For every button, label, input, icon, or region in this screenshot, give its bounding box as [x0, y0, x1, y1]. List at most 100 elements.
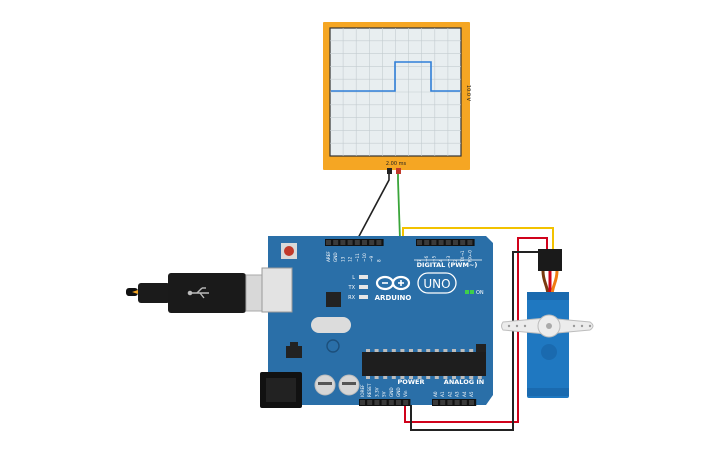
- led: [359, 285, 368, 289]
- header-pin[interactable]: [440, 400, 446, 405]
- capacitor-2-mark: [342, 382, 356, 385]
- mcu-pin: [452, 349, 456, 352]
- microcontroller: [362, 352, 486, 376]
- pin-label: 8: [376, 259, 381, 262]
- pin-label: 13: [340, 256, 345, 262]
- header-pin[interactable]: [362, 240, 367, 245]
- header-pin[interactable]: [461, 400, 467, 405]
- pin-label: GND: [389, 387, 394, 397]
- mcu-pin: [391, 376, 396, 379]
- header-pin[interactable]: [354, 240, 360, 245]
- servo-signal-wire[interactable]: [402, 227, 554, 250]
- power-jack-inner: [266, 378, 296, 402]
- header-pin[interactable]: [433, 400, 438, 405]
- oscilloscope-probe-pos[interactable]: [396, 168, 401, 174]
- header-pin[interactable]: [347, 240, 353, 245]
- header-pin[interactable]: [326, 240, 331, 245]
- header-pin[interactable]: [445, 240, 451, 245]
- header-pin[interactable]: [367, 400, 373, 405]
- mcu-pin: [434, 376, 439, 379]
- pin-label: RX←0: [467, 250, 472, 262]
- header-pin[interactable]: [469, 400, 474, 405]
- mcu-pin: [409, 376, 413, 379]
- oscilloscope[interactable]: 2.00 ms 10.0 V: [323, 22, 471, 174]
- horn-hole: [580, 324, 584, 328]
- pin-label: A2: [447, 391, 452, 397]
- header-pin[interactable]: [333, 240, 339, 245]
- header-pin[interactable]: [388, 400, 394, 405]
- header-pin[interactable]: [447, 400, 453, 405]
- pin-label: 12: [348, 256, 353, 262]
- mcu-pin: [469, 349, 474, 352]
- header-pin[interactable]: [454, 400, 460, 405]
- led-label: RX: [348, 295, 355, 301]
- oscilloscope-trace: [331, 61, 460, 92]
- mcu-pin: [443, 376, 448, 379]
- usb-icon: [187, 287, 209, 299]
- mcu-pin: [477, 376, 482, 379]
- mcu-pin: [391, 349, 396, 352]
- header-strip: [325, 239, 384, 246]
- mcu-pin: [409, 349, 413, 352]
- header-pin[interactable]: [376, 240, 382, 245]
- usb-cable-tip: [132, 290, 138, 294]
- header-pin[interactable]: [360, 400, 365, 405]
- servo-horn-screw: [546, 323, 552, 329]
- horn-hole: [507, 324, 511, 328]
- pin-label: ~5: [431, 255, 436, 262]
- horn-hole: [523, 324, 527, 328]
- analog-header[interactable]: [432, 399, 477, 406]
- header-pin[interactable]: [453, 240, 458, 245]
- power-header[interactable]: [359, 399, 411, 406]
- oscilloscope-probe-neg[interactable]: [387, 168, 392, 174]
- mcu-pin: [434, 349, 439, 352]
- mcu-pin: [460, 376, 465, 379]
- power-label: POWER: [398, 378, 425, 386]
- reset-button[interactable]: [284, 246, 294, 256]
- regulator: [286, 346, 302, 358]
- header-pin[interactable]: [340, 240, 346, 245]
- header-pin[interactable]: [417, 240, 422, 245]
- usb-strain-relief: [138, 283, 170, 303]
- mcu-pin: [400, 349, 405, 352]
- header-pin[interactable]: [369, 240, 375, 245]
- pin-label: A1: [440, 391, 445, 397]
- pin-label: ~6: [424, 255, 429, 262]
- header-pin[interactable]: [431, 240, 437, 245]
- led-label: TX: [348, 285, 356, 291]
- mcu-pin: [383, 376, 388, 379]
- header-pin[interactable]: [460, 240, 466, 245]
- horn-hole: [588, 324, 592, 328]
- pin-label: 5V: [382, 391, 387, 397]
- arduino-brand: ARDUINO: [375, 294, 412, 302]
- header-pin[interactable]: [374, 400, 380, 405]
- mcu-pin: [452, 376, 456, 379]
- pin-label: A5: [469, 391, 474, 397]
- header-pin[interactable]: [396, 400, 401, 405]
- servo-motor[interactable]: [501, 249, 594, 398]
- regulator-tab: [290, 342, 298, 346]
- mcu-pin: [426, 376, 431, 379]
- header-pin[interactable]: [381, 400, 387, 405]
- header-strip: [416, 239, 475, 246]
- header-pin[interactable]: [467, 240, 473, 245]
- servo-connector: [538, 249, 562, 271]
- mcu-pin: [443, 349, 448, 352]
- pin-label: 2: [453, 259, 458, 262]
- probe-wire-signal[interactable]: [397, 174, 401, 241]
- digital-header-left[interactable]: [325, 239, 384, 246]
- header-pin[interactable]: [424, 240, 430, 245]
- usb-cable[interactable]: [126, 273, 277, 313]
- pin-label: RESET: [367, 383, 372, 397]
- pin-label: 4: [439, 259, 444, 262]
- header-pin[interactable]: [403, 400, 409, 405]
- probe-wire-ground[interactable]: [356, 174, 390, 241]
- digital-header-right[interactable]: [416, 239, 475, 246]
- servo-mount-tab-bottom: [527, 388, 569, 396]
- header-pin[interactable]: [438, 240, 444, 245]
- oscilloscope-volt-label: 10.0 V: [465, 85, 471, 102]
